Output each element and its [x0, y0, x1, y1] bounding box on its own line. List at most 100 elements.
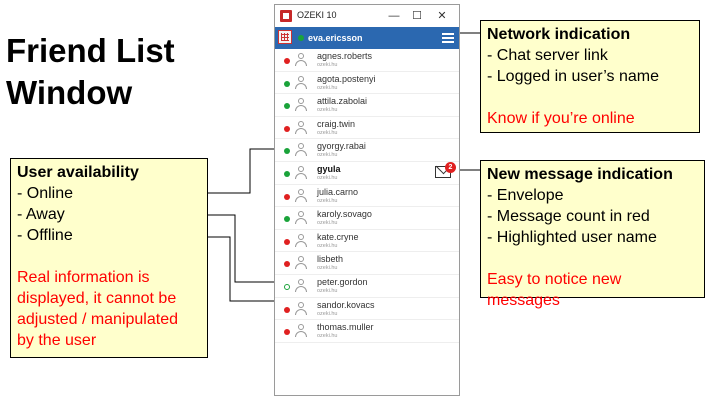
- user-avatar-icon: [295, 278, 307, 292]
- contact-name: karoly.sovago: [317, 209, 372, 220]
- status-online-dot: [284, 80, 290, 87]
- status-offline-dot: [284, 58, 290, 64]
- contact-domain: ozeki.hu: [317, 287, 338, 294]
- contact-name: agota.postenyi: [317, 73, 376, 84]
- status-offline-dot: [284, 193, 290, 200]
- contact-name: gyorgy.rabai: [317, 141, 366, 152]
- user-avatar-icon: [295, 233, 307, 247]
- callout-availability-online: - Online: [17, 185, 74, 202]
- status-online-dot: [284, 148, 290, 155]
- contact-name: sandor.kovacs: [317, 299, 375, 310]
- contact-name: peter.gordon: [317, 276, 368, 287]
- status-offline-dot: [284, 329, 290, 336]
- logged-in-user-name: eva.ericsson: [308, 33, 363, 43]
- callout-availability-away: - Away: [17, 206, 65, 223]
- contact-name: gyula: [317, 163, 341, 174]
- ozeki-app-icon: [280, 10, 292, 22]
- close-button[interactable]: ✕: [437, 10, 447, 22]
- callout-network-note: Know if you’re online: [487, 110, 635, 127]
- contact-name: lisbeth: [317, 254, 344, 265]
- user-avatar-icon: [295, 75, 307, 89]
- contact-name: craig.twin: [317, 118, 356, 129]
- callout-network-title: Network indication: [487, 26, 631, 43]
- status-offline-dot: [284, 261, 290, 268]
- contact-name: kate.cryne: [317, 231, 359, 242]
- heading-line-2: Window: [6, 74, 133, 111]
- callout-new-message-title: New message indication: [487, 166, 673, 183]
- user-avatar-icon: [295, 301, 307, 315]
- callout-new-message-line: - Highlighted user name: [487, 229, 657, 246]
- window-title: OZEKI 10: [297, 10, 337, 20]
- message-count-badge: 2: [445, 162, 456, 173]
- user-avatar-icon: [295, 324, 307, 338]
- callout-new-message-note: Easy to notice new messages: [487, 271, 622, 309]
- status-offline-dot: [284, 125, 290, 132]
- user-avatar-icon: [295, 188, 307, 202]
- status-away-dot: [284, 283, 290, 290]
- friend-list-window: OZEKI 10 — ☐ ✕ eva.ericsson agnes.robert…: [274, 4, 460, 396]
- callout-network: Network indication - Chat server link - …: [480, 20, 700, 133]
- callout-availability-title: User availability: [17, 164, 139, 181]
- status-offline-dot: [284, 306, 290, 313]
- status-online-dot: [284, 103, 290, 110]
- contact-domain: ozeki.hu: [317, 129, 338, 136]
- user-avatar-icon: [295, 98, 307, 112]
- network-link-icon[interactable]: [278, 30, 292, 44]
- page-heading: Friend List Window: [6, 30, 175, 114]
- contact-domain: ozeki.hu: [317, 62, 338, 68]
- minimize-button[interactable]: —: [388, 10, 400, 22]
- contact-domain: ozeki.hu: [317, 220, 338, 227]
- callout-availability-note: Real information is: [17, 269, 150, 286]
- callout-network-line: - Chat server link: [487, 47, 608, 64]
- callout-availability: User availability - Online - Away - Offl…: [10, 158, 208, 358]
- maximize-button[interactable]: ☐: [412, 10, 422, 22]
- contact-domain: ozeki.hu: [317, 152, 338, 159]
- contact-name: agnes.roberts: [317, 51, 373, 61]
- user-avatar-icon: [295, 165, 307, 179]
- callout-new-message-line: - Message count in red: [487, 208, 650, 225]
- network-status-dot: [298, 35, 304, 41]
- user-avatar-icon: [295, 53, 307, 66]
- network-bar: eva.ericsson: [275, 27, 459, 49]
- status-online-dot: [284, 216, 290, 223]
- contact-domain: ozeki.hu: [317, 310, 338, 317]
- contact-domain: ozeki.hu: [317, 174, 338, 181]
- callout-availability-offline: - Offline: [17, 227, 73, 244]
- window-titlebar: OZEKI 10 — ☐ ✕: [275, 5, 459, 27]
- status-online-dot: [284, 170, 290, 177]
- callout-new-message-line: - Envelope: [487, 187, 564, 204]
- user-avatar-icon: [295, 211, 307, 225]
- contact-domain: ozeki.hu: [317, 197, 338, 204]
- contact-domain: ozeki.hu: [317, 265, 338, 272]
- callout-availability-note: adjusted / manipulated: [17, 311, 178, 328]
- contact-name: attila.zabolai: [317, 96, 368, 107]
- callout-new-message: New message indication - Envelope - Mess…: [480, 160, 705, 309]
- callout-availability-note: by the user: [17, 332, 97, 349]
- status-offline-dot: [284, 238, 290, 245]
- contact-name: thomas.muller: [317, 322, 374, 333]
- contact-domain: ozeki.hu: [317, 242, 338, 249]
- contact-domain: ozeki.hu: [317, 84, 338, 91]
- hamburger-menu-icon[interactable]: [442, 33, 454, 43]
- heading-line-1: Friend List: [6, 32, 175, 69]
- user-avatar-icon: [295, 143, 307, 157]
- callout-network-line: - Logged in user’s name: [487, 68, 659, 85]
- contact-name: julia.carno: [317, 186, 359, 197]
- callout-availability-note: displayed, it cannot be: [17, 290, 177, 307]
- user-avatar-icon: [295, 120, 307, 134]
- contact-domain: ozeki.hu: [317, 107, 338, 114]
